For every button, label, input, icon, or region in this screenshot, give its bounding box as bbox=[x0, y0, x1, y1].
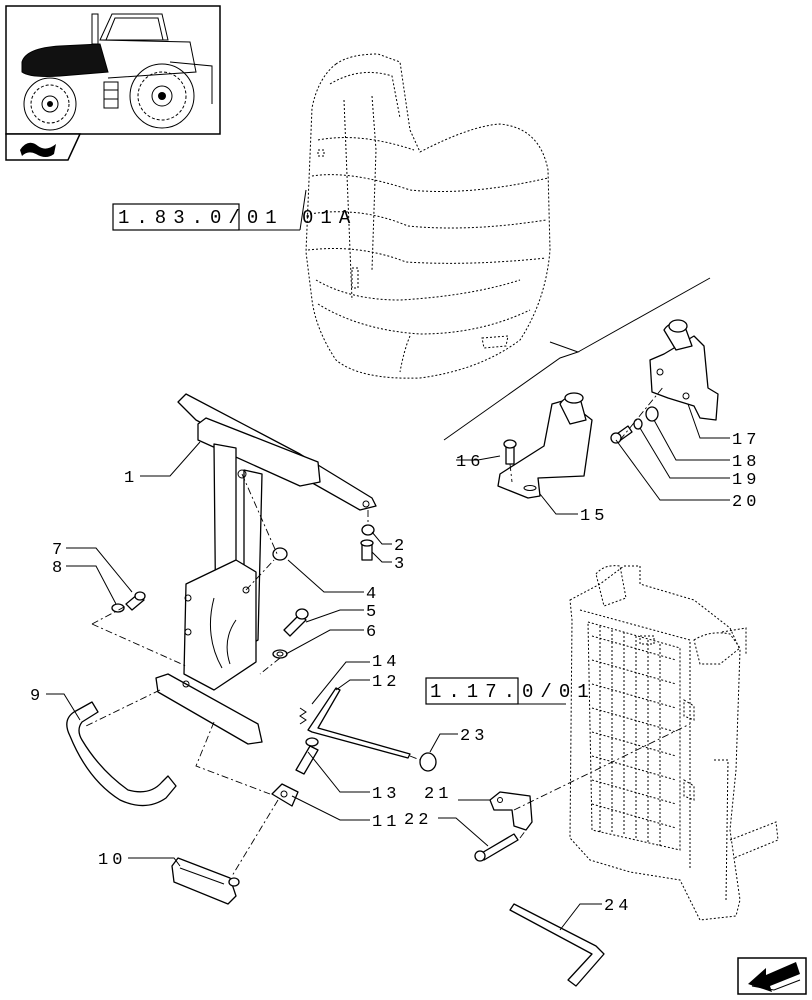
callout-8: 8 bbox=[52, 559, 66, 578]
callout-11: 11 bbox=[372, 813, 400, 832]
callout-14: 14 bbox=[372, 653, 400, 672]
callout-7: 7 bbox=[52, 541, 66, 560]
part-10-latch-plate[interactable] bbox=[171, 857, 240, 905]
part-8-washer[interactable] bbox=[111, 603, 125, 613]
callout-2: 2 bbox=[394, 537, 408, 556]
callout-1: 1 bbox=[124, 469, 138, 488]
callout-6: 6 bbox=[366, 623, 380, 642]
callout-20: 20 bbox=[732, 493, 760, 512]
part-7-bolt[interactable] bbox=[125, 591, 146, 611]
part-13-pin[interactable] bbox=[295, 737, 319, 775]
callout-23: 23 bbox=[460, 727, 488, 746]
callout-16: 16 bbox=[456, 453, 484, 472]
part-3-bolt[interactable] bbox=[360, 539, 374, 561]
callout-19: 19 bbox=[732, 471, 760, 490]
callout-12: 12 bbox=[372, 673, 400, 692]
part-12-rod[interactable] bbox=[307, 687, 411, 759]
part-9-handle[interactable] bbox=[66, 701, 177, 807]
part-16-bolt[interactable] bbox=[503, 439, 517, 465]
part-18-nut[interactable] bbox=[645, 406, 659, 422]
part-5-bolt[interactable] bbox=[283, 608, 309, 637]
alignment-lines bbox=[85, 385, 691, 877]
part-20-bolt[interactable] bbox=[610, 425, 633, 444]
callout-17: 17 bbox=[732, 431, 760, 450]
part-22-bolt[interactable] bbox=[474, 833, 519, 862]
callout-10: 10 bbox=[98, 851, 126, 870]
hood-reference-box[interactable]: 1.83.0/01 01A bbox=[112, 189, 357, 231]
callout-4: 4 bbox=[366, 585, 380, 604]
callout-15: 15 bbox=[580, 507, 608, 526]
part-2-nut[interactable] bbox=[361, 524, 375, 536]
hood-reference-label: 1.83.0/01 01A bbox=[118, 207, 357, 229]
callout-3: 3 bbox=[394, 555, 408, 574]
callout-9: 9 bbox=[30, 687, 44, 706]
section-symbol-icon[interactable] bbox=[5, 133, 82, 161]
callout-18: 18 bbox=[732, 453, 760, 472]
callout-21: 21 bbox=[424, 785, 452, 804]
callout-5: 5 bbox=[366, 603, 380, 622]
part-11-latch[interactable] bbox=[271, 783, 299, 807]
callout-13: 13 bbox=[372, 785, 400, 804]
part-14-spring[interactable] bbox=[299, 707, 307, 725]
callout-labels: 1 2 3 4 5 6 7 8 9 10 11 12 13 14 15 16 1… bbox=[30, 431, 760, 916]
leader-lines bbox=[46, 403, 730, 931]
tractor-thumbnail-icon[interactable] bbox=[5, 5, 221, 135]
part-17-plate[interactable] bbox=[649, 319, 719, 421]
section-divider bbox=[443, 277, 711, 441]
part-15-bracket[interactable] bbox=[497, 392, 593, 499]
radiator-outline bbox=[569, 565, 779, 921]
part-23-grommet[interactable] bbox=[419, 752, 437, 772]
callout-24: 24 bbox=[604, 897, 632, 916]
hood-outline bbox=[305, 53, 551, 379]
part-1-frame[interactable] bbox=[155, 393, 377, 745]
radiator-reference-label: 1.17.0/01 bbox=[430, 681, 596, 703]
callout-22: 22 bbox=[404, 811, 432, 830]
part-19-washer[interactable] bbox=[633, 418, 643, 430]
part-6-washer[interactable] bbox=[272, 649, 288, 659]
part-21-bracket[interactable] bbox=[489, 791, 533, 831]
next-page-arrow-icon[interactable] bbox=[737, 957, 807, 995]
part-24-key[interactable] bbox=[509, 903, 605, 987]
radiator-reference-box[interactable]: 1.17.0/01 bbox=[425, 677, 596, 705]
part-4-spacer[interactable] bbox=[272, 547, 288, 561]
